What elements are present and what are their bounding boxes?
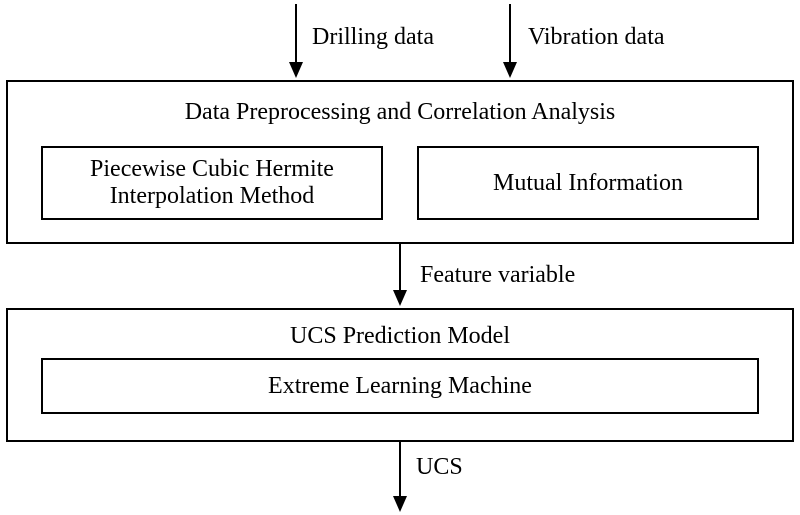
mutual-information-box: Mutual Information: [417, 146, 759, 220]
ucs-output-label: UCS: [416, 454, 463, 480]
mutual-information-label: Mutual Information: [493, 169, 683, 196]
preprocessing-title: Data Preprocessing and Correlation Analy…: [184, 99, 616, 125]
feature-variable-arrow: [393, 244, 407, 306]
ucs-model-box: UCS Prediction Model Extreme Learning Ma…: [6, 308, 794, 442]
drilling-data-label: Drilling data: [312, 24, 434, 50]
preprocessing-box: Data Preprocessing and Correlation Analy…: [6, 80, 794, 244]
pchip-method-line2: Interpolation Method: [109, 183, 315, 209]
drilling-data-arrow: [289, 4, 303, 78]
pchip-method-line1: Piecewise Cubic Hermite: [90, 156, 334, 182]
elm-box: Extreme Learning Machine: [41, 358, 759, 414]
vibration-data-label: Vibration data: [528, 24, 665, 50]
elm-label: Extreme Learning Machine: [268, 372, 532, 399]
ucs-model-title: UCS Prediction Model: [290, 323, 510, 349]
ucs-output-arrow: [393, 442, 407, 512]
vibration-data-arrow: [503, 4, 517, 78]
feature-variable-label: Feature variable: [420, 262, 576, 288]
pchip-method-box: Piecewise Cubic Hermite Interpolation Me…: [41, 146, 383, 220]
